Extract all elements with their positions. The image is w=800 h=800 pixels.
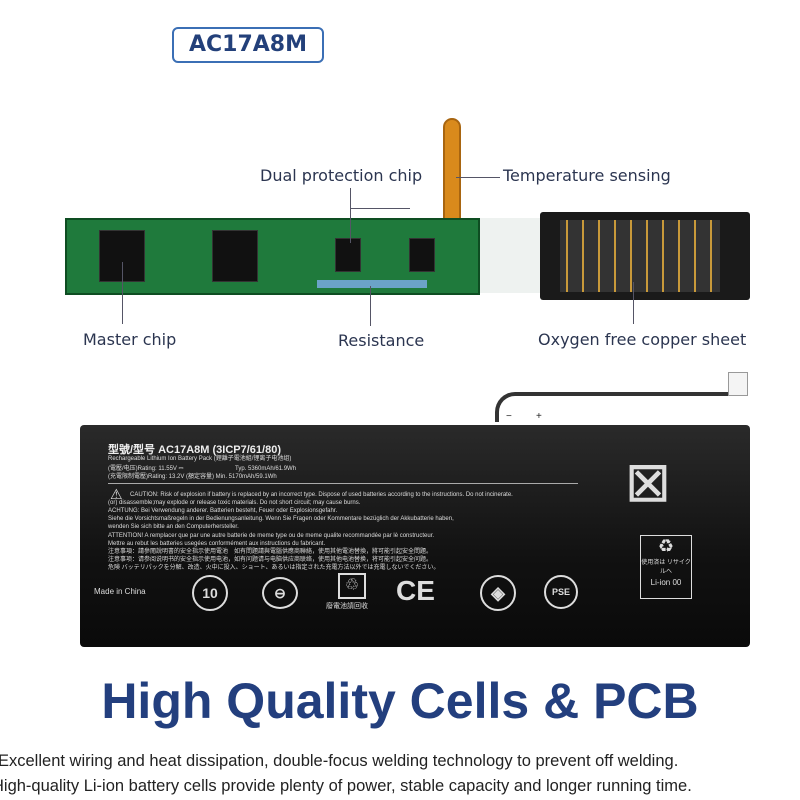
label-dual-protection-chip: Dual protection chip (260, 166, 423, 185)
ce-mark-icon: CE (396, 575, 435, 606)
battery-connector (728, 372, 748, 396)
pcb-illustration: Dual protection chip Temperature sensing… (0, 0, 800, 360)
pcb-white-section (480, 218, 542, 293)
battery: 型號/型号 AC17A8M (3ICP7/61/80) Rechargeable… (80, 425, 750, 647)
li-ion-mark: Li-ion 00 (650, 578, 682, 587)
attention-text-2: Mettre au rebut les batteries usegées co… (108, 541, 326, 547)
battery-cable (495, 392, 735, 422)
caution-text-2: (or) disassemble;may explode or release … (108, 500, 361, 506)
recycle-arrows-icon: ♻ (657, 536, 675, 556)
chip-ic2 (212, 230, 258, 282)
warning-icon: ⚠ (110, 486, 123, 502)
li-ion-recycle-box: ♻ 使用済は リサイクルへ Li-ion 00 (640, 535, 692, 599)
recycle-icon: ♲ (338, 573, 366, 599)
recycle-text: 廢電池請回收 (326, 603, 368, 610)
label-resistance: Resistance (338, 331, 425, 350)
label-master-chip: Master chip (83, 330, 177, 349)
rating: (電壓/电压)Rating: 11.55V ⎓ (108, 466, 184, 472)
resistor (317, 280, 427, 288)
copper-connector (540, 212, 750, 300)
ten-year-icon: 10 (192, 575, 228, 611)
safety-mark-icon: ⊖ (262, 577, 298, 609)
page-heading: High Quality Cells & PCB (101, 673, 699, 729)
achtung-text-2: Siehe die Vorsichtsmaßregeln in der Bedi… (108, 516, 454, 522)
description-line-1: Excellent wiring and heat dissipation, d… (0, 752, 679, 770)
made-in-china: Made in China (94, 587, 146, 596)
attention-text: ATTENTION! A remplacer que par une autre… (108, 533, 435, 539)
pcb-board (65, 218, 480, 295)
pse-mark-icon: PSE (544, 575, 578, 609)
ul-mark-icon: ◈ (480, 575, 516, 611)
protection-chip-2 (409, 238, 435, 272)
cable-minus: − (506, 411, 512, 422)
recycle-jp: 使用済は リサイクルへ (641, 560, 691, 575)
notice-jp: 危険 バッテリパックを分解、改造、火中に投入、ショート、あるいは指定された充電方… (108, 565, 440, 571)
typ-capacity: Typ. 5360mAh/61.9Wh (235, 466, 297, 472)
achtung-text-3: wenden Sie sich bitte an den Computerher… (108, 524, 239, 530)
weee-bin-icon: ⊠ (624, 450, 672, 513)
limit-rating: (充電限制電壓)Rating: 13.2V (額定容量) Min. 5170mA… (108, 474, 277, 480)
model-badge: AC17A8M (172, 27, 324, 63)
notice-zh-cn: 注意事项：请参阅说明书的安全指示使用电池，如有问题请与电脑供应商联络，使用其他电… (108, 557, 433, 563)
cable-plus: + (536, 411, 542, 422)
pack-type: Rechargeable Lithium Ion Battery Pack (鋰… (108, 456, 292, 462)
caution-text: CAUTION: Risk of explosion if battery is… (130, 492, 513, 498)
flex-cable (443, 118, 461, 224)
protection-chip-1 (335, 238, 361, 272)
label-oxygen-free-copper-sheet: Oxygen free copper sheet (538, 330, 747, 349)
description-line-2: High-quality Li-ion battery cells provid… (0, 777, 692, 795)
label-temperature-sensing: Temperature sensing (503, 166, 671, 185)
achtung-text: ACHTUNG: Bei Verwendung anderer. Batteri… (108, 508, 338, 514)
notice-zh-tw: 注意事項：請參閱說明書的安全指示使用電池 如有問題請與電腦供應商聯絡，使用其他電… (108, 549, 433, 555)
battery-model: 型號/型号 AC17A8M (3ICP7/61/80) (108, 444, 281, 456)
